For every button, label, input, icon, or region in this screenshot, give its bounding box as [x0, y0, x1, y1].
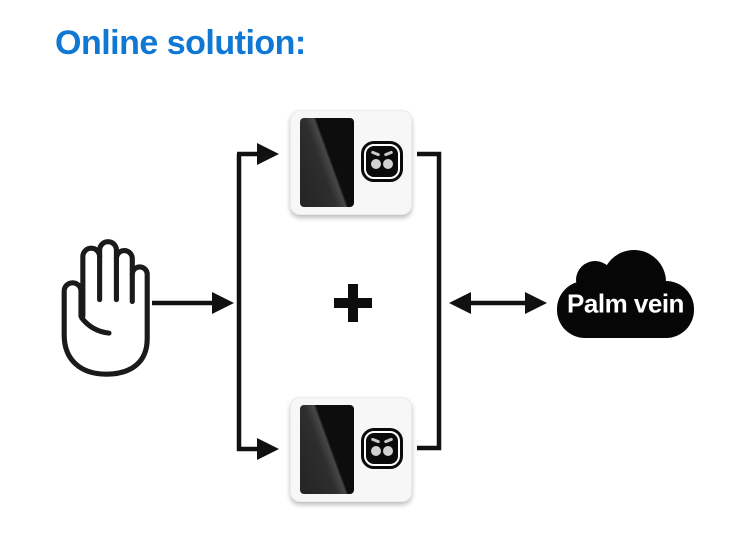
palm-crease-line — [79, 315, 112, 336]
camera-brow-icon — [383, 437, 394, 444]
cloud-icon: Palm vein — [557, 250, 694, 338]
palm-vein-terminal-bottom — [290, 397, 412, 502]
palm-vein-terminal-top — [290, 110, 412, 215]
terminal-screen — [300, 405, 354, 494]
camera-lens-icon — [383, 446, 393, 456]
terminal-screen — [300, 118, 354, 207]
plus-sign: + — [334, 284, 372, 322]
page-title: Online solution: — [55, 24, 306, 62]
right-merge-bracket-line — [417, 151, 442, 451]
scanner-camera-icon — [361, 428, 403, 469]
camera-brow-icon — [383, 150, 394, 157]
camera-brow-icon — [370, 150, 381, 157]
cloud-bump — [602, 250, 666, 314]
camera-lens-icon — [371, 446, 381, 456]
cloud-arrow-right-head-icon — [525, 292, 547, 314]
open-palm-hand-icon — [61, 239, 150, 377]
hand-arrow-head-icon — [212, 292, 234, 314]
camera-brow-icon — [370, 437, 381, 444]
camera-face — [366, 433, 398, 464]
cloud-label: Palm vein — [567, 288, 684, 318]
hand-outline — [61, 239, 150, 377]
camera-lens-icon — [383, 159, 393, 169]
cloud-arrow-left-head-icon — [449, 292, 471, 314]
camera-lens-icon — [371, 159, 381, 169]
top-branch-arrow-head-icon — [257, 143, 279, 165]
scanner-camera-icon — [361, 141, 403, 182]
camera-face — [366, 146, 398, 177]
bottom-branch-arrow-head-icon — [257, 438, 279, 460]
